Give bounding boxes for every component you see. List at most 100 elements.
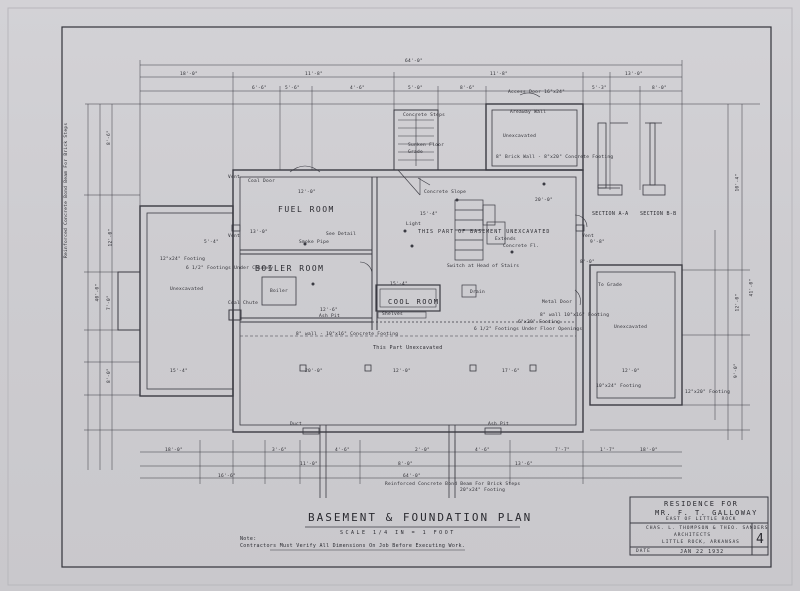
footing-10x24-note: 10"x24" Footing bbox=[596, 384, 642, 389]
ash-pit-note-2: Ash Pit bbox=[488, 422, 510, 427]
dim-top-r2: 5'-3" bbox=[592, 86, 608, 91]
dim-b2-6: 1'-7" bbox=[600, 448, 616, 453]
dim-right-1: 10'-4" bbox=[735, 173, 741, 192]
basement-unexcavated-label: THIS PART OF BASEMENT UNEXCAVATED bbox=[418, 229, 551, 235]
drawing-title: BASEMENT & FOUNDATION PLAN bbox=[308, 511, 533, 524]
dim-top-4: 11'-8" bbox=[305, 72, 324, 77]
to-grade-note: To Grade bbox=[598, 283, 623, 288]
dim-bot-2: 16'-6" bbox=[218, 474, 237, 479]
this-part-unexcavated-label: This Part Unexcavated bbox=[373, 345, 443, 351]
dim-b2-1: 3'-6" bbox=[272, 448, 288, 453]
metal-door-note: Metal Door bbox=[542, 300, 573, 305]
dim-top-r3: 8'-0" bbox=[652, 86, 668, 91]
dim-wall-2: 15'-4" bbox=[170, 369, 189, 374]
coal-door-note: Coal Door bbox=[248, 179, 276, 184]
dim-top-7: 11'-8" bbox=[490, 72, 509, 77]
extends-note: Extends bbox=[495, 237, 517, 242]
footings-under-openings-note: 6 1/2" Footings Under Floor Openings bbox=[474, 327, 583, 332]
cool-room-walls bbox=[375, 284, 441, 312]
dim-room-h2: 8'-0" bbox=[580, 260, 596, 265]
interior-walls bbox=[240, 177, 576, 337]
access-door-note: Access Door 16"x24" bbox=[508, 90, 566, 95]
tb-owner: MR. F. T. GALLOWAY bbox=[655, 509, 758, 517]
tb-city: LITTLE ROCK, ARKANSAS bbox=[662, 540, 740, 545]
concrete-steps-note: Concrete Steps bbox=[403, 113, 446, 118]
dim-left-2: 12'-0" bbox=[108, 228, 114, 247]
dim-b2-2: 4'-6" bbox=[335, 448, 351, 453]
duct-note: Duct bbox=[290, 422, 303, 427]
dim-top-overall: 64'-0" bbox=[405, 59, 424, 64]
dim-wall-4: 15'-4" bbox=[420, 212, 439, 217]
coal-chute-note: Coal Chute bbox=[228, 301, 259, 306]
stair-treads bbox=[397, 114, 434, 196]
dim-top-r1: 8'-6" bbox=[460, 86, 476, 91]
dim-bot-overall: 64'-0" bbox=[403, 474, 422, 479]
dim-room-h: 5'-4" bbox=[204, 240, 220, 245]
tb-architects-names: CHAS. L. THOMPSON & THEO. SANDERS bbox=[646, 526, 769, 531]
dim-wall-3: 12'-0" bbox=[622, 369, 641, 374]
vent-note-1: Vent bbox=[228, 234, 241, 239]
piers bbox=[231, 224, 585, 435]
see-detail-note: See Detail bbox=[326, 232, 357, 237]
foundation-walls bbox=[117, 103, 683, 433]
concrete-fl-note: Concrete Fl. bbox=[503, 244, 540, 249]
dim-b2-3: 2'-0" bbox=[415, 448, 431, 453]
inner-border bbox=[61, 26, 772, 568]
unexcavated-top-label: Unexcavated bbox=[503, 134, 537, 139]
smoke-pipe-note: Smoke Pipe bbox=[299, 240, 330, 245]
footing-20x24-note: 20"x24" Footing bbox=[460, 488, 506, 493]
tb-date: JAN 22 1932 bbox=[680, 549, 725, 555]
footing-6x20-note: 6"x20" Footing bbox=[518, 320, 561, 325]
footing-12x24-note: 12"x24" Footing bbox=[160, 257, 206, 262]
tb-residence: RESIDENCE FOR bbox=[664, 500, 739, 508]
wall-footing-right-note: 8" wall 10"x16" Footing bbox=[540, 313, 610, 318]
title-block-frame bbox=[629, 496, 769, 556]
dim-room-w2: 15'-4" bbox=[390, 282, 409, 287]
dim-right-overall: 41'-0" bbox=[749, 278, 755, 297]
dim-left-3: 7'-0" bbox=[107, 294, 113, 311]
fuel-room-label: FUEL ROOM bbox=[278, 205, 335, 214]
grade-note: Grade bbox=[408, 150, 424, 155]
brick-wall-note: 8" Brick Wall - 8"x20" Concrete Footing bbox=[496, 155, 614, 160]
boiler-label: Boiler bbox=[270, 289, 289, 294]
unexcavated-right-label: Unexcavated bbox=[614, 325, 648, 330]
outer-border bbox=[7, 7, 793, 586]
tb-date-label: DATE bbox=[636, 549, 651, 554]
light-note: Light bbox=[406, 222, 422, 227]
cool-room-label: COOL ROOM bbox=[388, 298, 440, 306]
reinforced-bottom-note: Reinforced Concrete Bond Beam For Brick … bbox=[385, 482, 521, 487]
sunken-floor-note: Sunken Floor bbox=[408, 143, 445, 148]
switch-note: Switch at Head of Stairs bbox=[447, 264, 520, 269]
dim-bot-1: 18'-0" bbox=[165, 448, 184, 453]
dim-mid-2: 20'-0" bbox=[535, 198, 554, 203]
dim-mid-3: 20'-0" bbox=[305, 369, 324, 374]
footing-12x20-note: 12"x20" Footing bbox=[685, 390, 731, 395]
dim-mid-4: 17'-6" bbox=[502, 369, 521, 374]
dim-room-w3: 9'-8" bbox=[590, 240, 606, 245]
dim-b3-3: 13'-6" bbox=[515, 462, 534, 467]
ash-pit-note: Ash Pit bbox=[319, 314, 341, 319]
section-aa-label: SECTION A-A bbox=[592, 211, 629, 217]
dim-room-w: 12'-6" bbox=[320, 308, 339, 313]
section-details bbox=[597, 122, 666, 196]
dim-top-1: 18'-0" bbox=[180, 72, 199, 77]
dim-top-6: 5'-0" bbox=[408, 86, 424, 91]
drain-note: Drain bbox=[470, 290, 486, 295]
dim-bot-5: 18'-0" bbox=[640, 448, 659, 453]
dim-b3-2: 8'-0" bbox=[398, 462, 414, 467]
note-text: Contractors Must Verify All Dimensions O… bbox=[240, 543, 466, 549]
drawing-scale: SCALE 1/4 IN = 1 FOOT bbox=[340, 530, 456, 536]
interior-stair bbox=[454, 199, 506, 298]
dim-b3-1: 11'-0" bbox=[300, 462, 319, 467]
dim-right-2: 12'-0" bbox=[735, 293, 741, 312]
vent-note-2: Vent bbox=[582, 234, 595, 239]
wall-footing-left-note: 8" wall - 10"x16" Concrete Footing bbox=[296, 332, 399, 337]
dim-top-8: 13'-0" bbox=[625, 72, 644, 77]
unexcavated-left-label: Unexcavated bbox=[170, 287, 204, 292]
shelves-label: Shelves bbox=[382, 312, 404, 317]
section-bb-label: SECTION B-B bbox=[640, 211, 677, 217]
dim-wall-1: 12'-0" bbox=[393, 369, 412, 374]
dim-top-2: 6'-6" bbox=[252, 86, 268, 91]
dim-room-w4: 13'-0" bbox=[250, 230, 269, 235]
